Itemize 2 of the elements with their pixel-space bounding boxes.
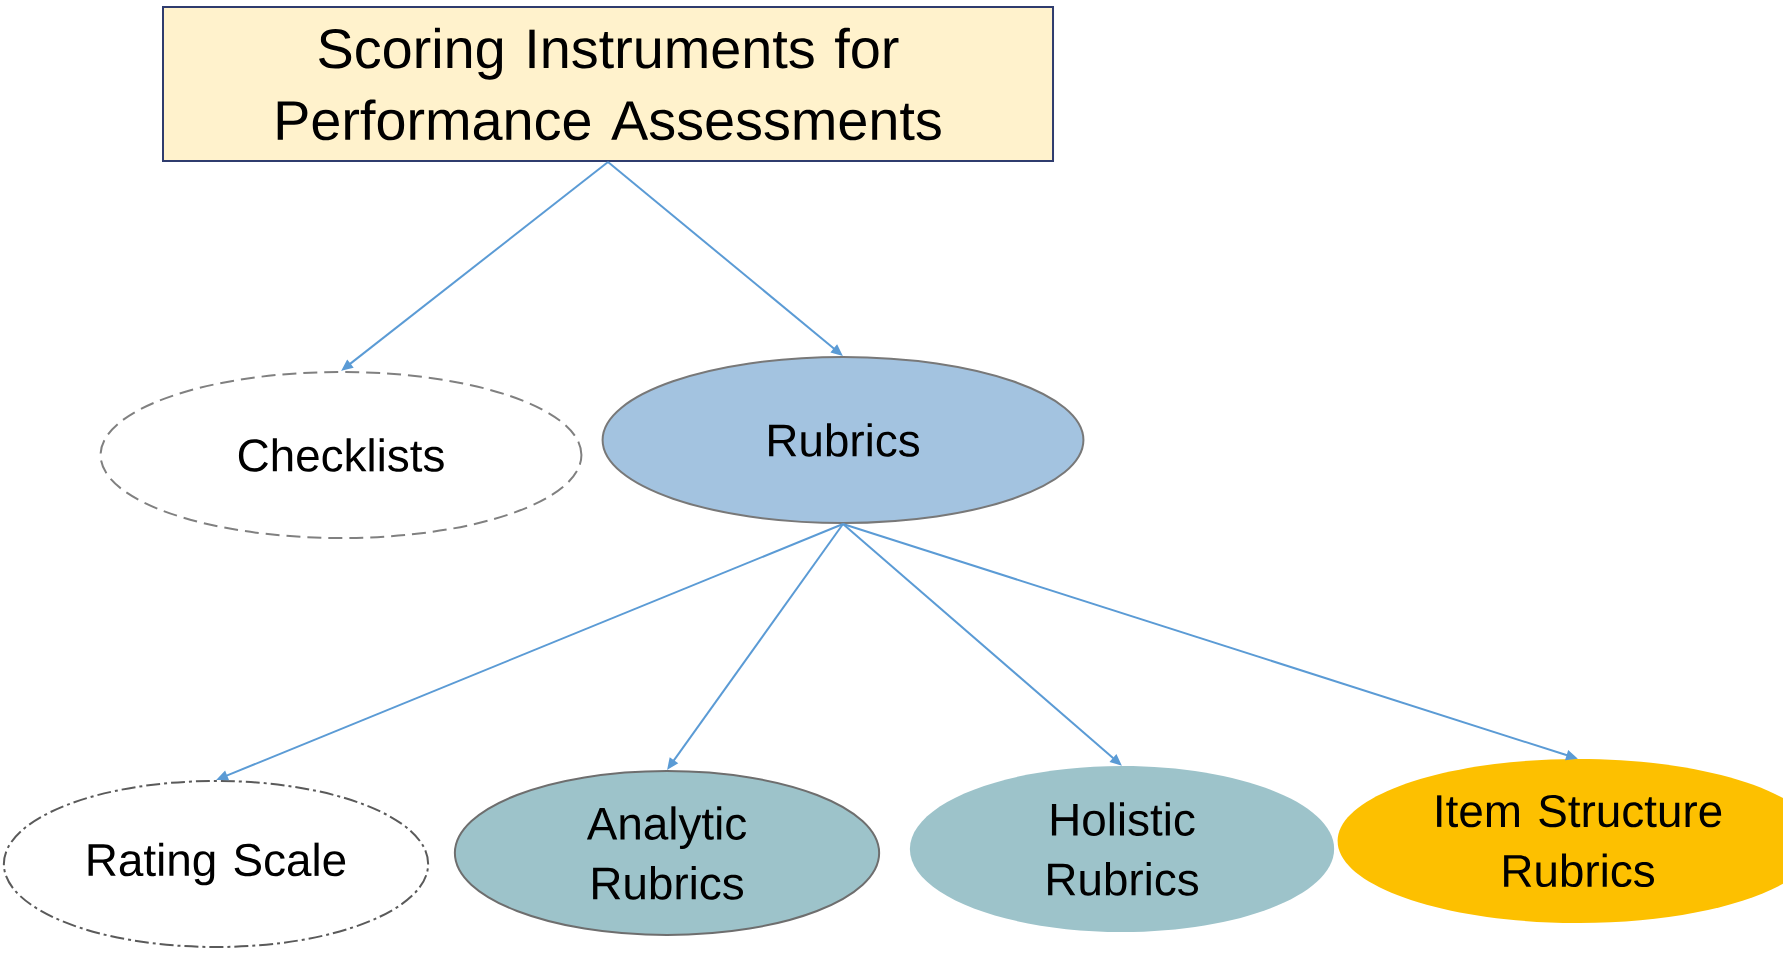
arrow — [842, 523, 1122, 766]
title-box: Scoring Instruments for Performance Assessments — [162, 6, 1054, 162]
